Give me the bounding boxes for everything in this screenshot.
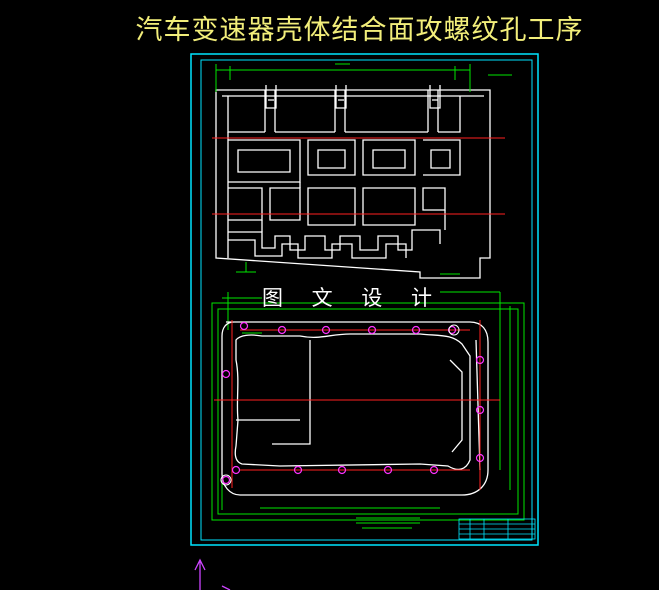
sheet-inner-frame	[200, 59, 533, 541]
sheet-outer-frame	[190, 53, 539, 546]
thread-holes	[221, 321, 485, 485]
bottom-view-dimensions	[211, 291, 525, 529]
top-view	[215, 85, 491, 279]
top-view-centerlines	[212, 137, 505, 215]
locating-holes	[220, 324, 460, 486]
title-block	[458, 518, 536, 540]
watermark-text: 图 文 设 计	[262, 286, 444, 310]
bottom-view-outline	[221, 321, 489, 496]
ucs-axis-icon	[194, 558, 231, 590]
top-view-dimensions	[215, 63, 512, 275]
drawing-title: 汽车变速器壳体结合面攻螺纹孔工序	[135, 15, 584, 46]
